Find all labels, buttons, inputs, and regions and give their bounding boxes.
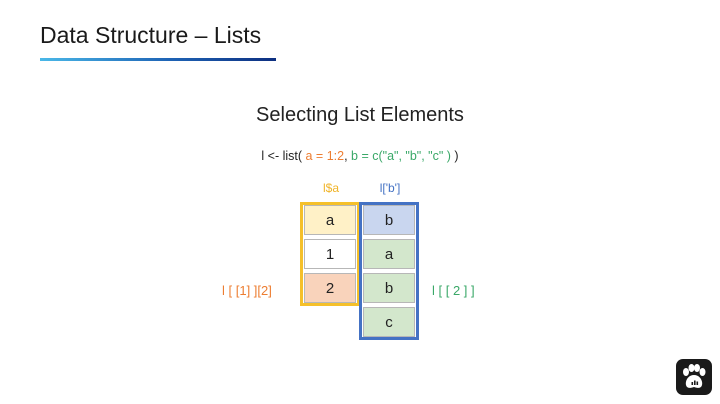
bracket-access-label: l['b']: [379, 181, 401, 195]
left-index-label: l [ [1] ][2]: [222, 283, 272, 298]
column-a-header-cell: a: [304, 205, 356, 235]
column-a-frame: [300, 202, 360, 306]
code-line: l <- list( a = 1:2, b = c("a", "b", "c" …: [0, 149, 720, 163]
column-b-header-cell: b: [363, 205, 415, 235]
dollar-access-label: l$a: [322, 181, 339, 195]
column-b-cell-1: a: [363, 239, 415, 269]
paw-print-icon: [676, 359, 712, 395]
code-suffix: ): [450, 149, 459, 163]
column-b-frame: [359, 202, 419, 340]
section-heading: Selecting List Elements: [256, 104, 464, 126]
column-b-cell-3: c: [363, 307, 415, 337]
code-part-b: b = c("a", "b", "c" ): [351, 149, 451, 163]
paw-print-icon-graphic: [683, 364, 706, 388]
title-underline: [40, 58, 276, 61]
code-separator: ,: [344, 149, 352, 163]
column-a-cell-2: 2: [304, 273, 356, 303]
page-title: Data Structure – Lists: [40, 22, 262, 48]
right-index-label: l [ [ 2 ] ]: [432, 283, 475, 298]
column-a-cell-1: 1: [304, 239, 356, 269]
code-part-a: a = 1:2: [305, 149, 345, 163]
column-b-cell-2: b: [363, 273, 415, 303]
code-prefix: l <- list(: [261, 149, 306, 163]
